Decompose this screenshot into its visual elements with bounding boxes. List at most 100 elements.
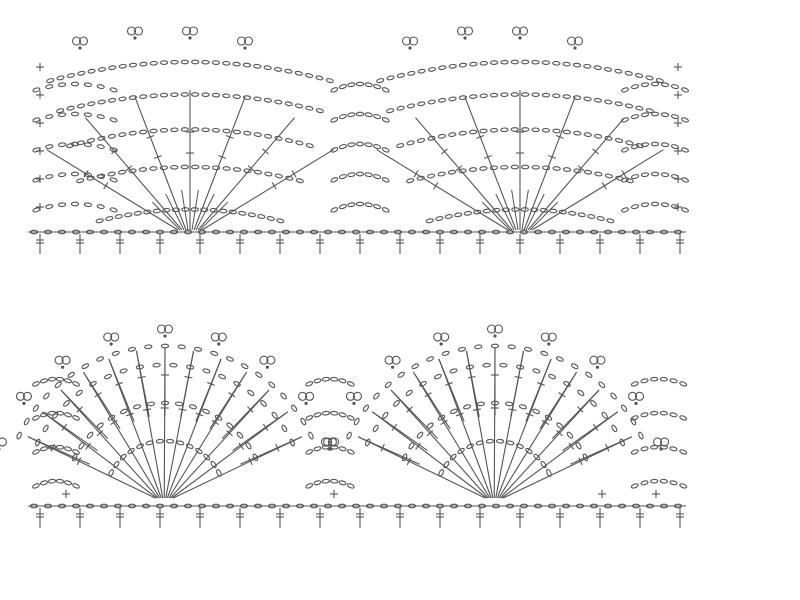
chain-stitch xyxy=(645,229,655,235)
chain-stitch xyxy=(381,147,390,153)
chain-stitch xyxy=(139,94,148,99)
chain-stitch xyxy=(407,503,417,509)
double-crochet-stitch xyxy=(531,149,664,231)
chain-stitch xyxy=(681,147,689,153)
chain-stitch xyxy=(127,503,137,509)
chain-stitch xyxy=(505,229,515,235)
chain-stitch xyxy=(650,444,659,450)
chain-stitch xyxy=(546,469,552,477)
chain-stitch xyxy=(109,87,118,93)
chain-stitch xyxy=(408,441,415,450)
stitch-crossbar xyxy=(514,375,523,379)
chain-stitch xyxy=(624,103,634,109)
chain-stitch xyxy=(127,346,136,352)
chain-stitch xyxy=(533,503,543,509)
chain-stitch xyxy=(593,97,603,103)
picot-loop xyxy=(628,391,638,401)
chain-stitch xyxy=(507,344,516,350)
chain-stitch xyxy=(141,229,151,235)
chain-stitch xyxy=(635,73,644,78)
stitch-crossbar xyxy=(225,135,234,139)
chain-stitch xyxy=(113,503,123,509)
chain-stitch xyxy=(23,417,30,426)
picot-loop xyxy=(54,355,64,365)
slip-stitch-dot xyxy=(595,365,599,369)
chain-stitch xyxy=(72,449,80,455)
chain-stitch xyxy=(590,400,597,407)
slip-stitch-dot xyxy=(304,401,308,405)
chain-stitch xyxy=(253,229,263,235)
chain-stitch xyxy=(97,66,107,72)
chain-stitch xyxy=(640,446,649,452)
chain-stitch xyxy=(386,75,395,81)
chain-stitch xyxy=(401,453,408,462)
chain-stitch xyxy=(239,503,249,509)
chain-stitch xyxy=(211,503,221,509)
chain-stitch xyxy=(325,78,334,84)
double-crochet-stitch xyxy=(371,411,488,499)
double-crochet-stitch xyxy=(499,389,600,499)
chain-stitch xyxy=(561,503,571,509)
chain-stitch xyxy=(427,135,436,141)
chain-stitch xyxy=(373,204,382,210)
chain-stitch xyxy=(679,381,688,387)
fan-ray xyxy=(481,201,511,231)
chain-stitch xyxy=(604,173,613,179)
chain-stitch xyxy=(281,503,291,509)
chain-stitch xyxy=(351,503,361,509)
chain-stitch xyxy=(111,350,120,356)
stitch-crossbar xyxy=(218,154,227,159)
slip-stitch-dot xyxy=(439,342,443,346)
chain-stitch xyxy=(583,132,592,138)
stitch-crossbar xyxy=(195,412,204,417)
chain-stitch xyxy=(191,127,200,132)
chain-stitch xyxy=(113,460,120,469)
chain-stitch xyxy=(313,412,322,418)
chain-stitch xyxy=(438,65,447,71)
chain-stitch xyxy=(305,415,314,421)
chain-stitch xyxy=(425,218,434,224)
chain-stitch xyxy=(72,483,80,489)
chain-stitch xyxy=(670,84,680,90)
fan-ray xyxy=(199,201,229,231)
chain-stitch xyxy=(489,60,499,65)
chain-stitch xyxy=(218,373,227,380)
picot-loop xyxy=(110,332,120,342)
stitch-crossbar xyxy=(406,406,413,413)
chain-stitch xyxy=(119,453,127,461)
picot-loop xyxy=(78,36,89,46)
chain-stitch xyxy=(660,142,670,148)
chain-stitch xyxy=(103,373,112,380)
chain-stitch xyxy=(222,166,231,171)
chain-stitch xyxy=(645,75,654,81)
double-crochet-stitch xyxy=(27,436,156,499)
chain-stitch xyxy=(214,414,223,421)
chain-stitch xyxy=(232,61,241,67)
chain-stitch xyxy=(228,209,237,215)
chain-stitch xyxy=(463,229,473,235)
chain-stitch xyxy=(76,103,86,109)
chain-stitch xyxy=(174,401,184,407)
chain-stitch xyxy=(107,97,117,103)
chain-stitch xyxy=(330,117,339,123)
chain-stitch xyxy=(638,431,644,440)
chain-stitch xyxy=(479,166,488,171)
chain-stitch xyxy=(128,95,138,100)
chain-stitch xyxy=(379,503,389,509)
chain-stitch xyxy=(222,60,231,66)
stitch-crossbar xyxy=(592,148,599,155)
chain-stitch xyxy=(650,478,659,484)
double-crochet-stitch xyxy=(412,371,491,499)
chain-stitch xyxy=(426,422,434,429)
chain-stitch xyxy=(437,97,447,103)
chain-stitch xyxy=(482,362,491,368)
chain-stitch xyxy=(381,87,390,93)
chain-stitch xyxy=(405,389,413,397)
double-crochet-stitch xyxy=(390,389,489,499)
chain-stitch xyxy=(260,400,267,407)
chain-stitch xyxy=(202,408,211,415)
slip-stitch-dot xyxy=(265,365,269,369)
stitch-crossbar xyxy=(592,423,599,431)
chain-stitch xyxy=(585,371,593,378)
double-crochet-stitch xyxy=(503,436,633,499)
